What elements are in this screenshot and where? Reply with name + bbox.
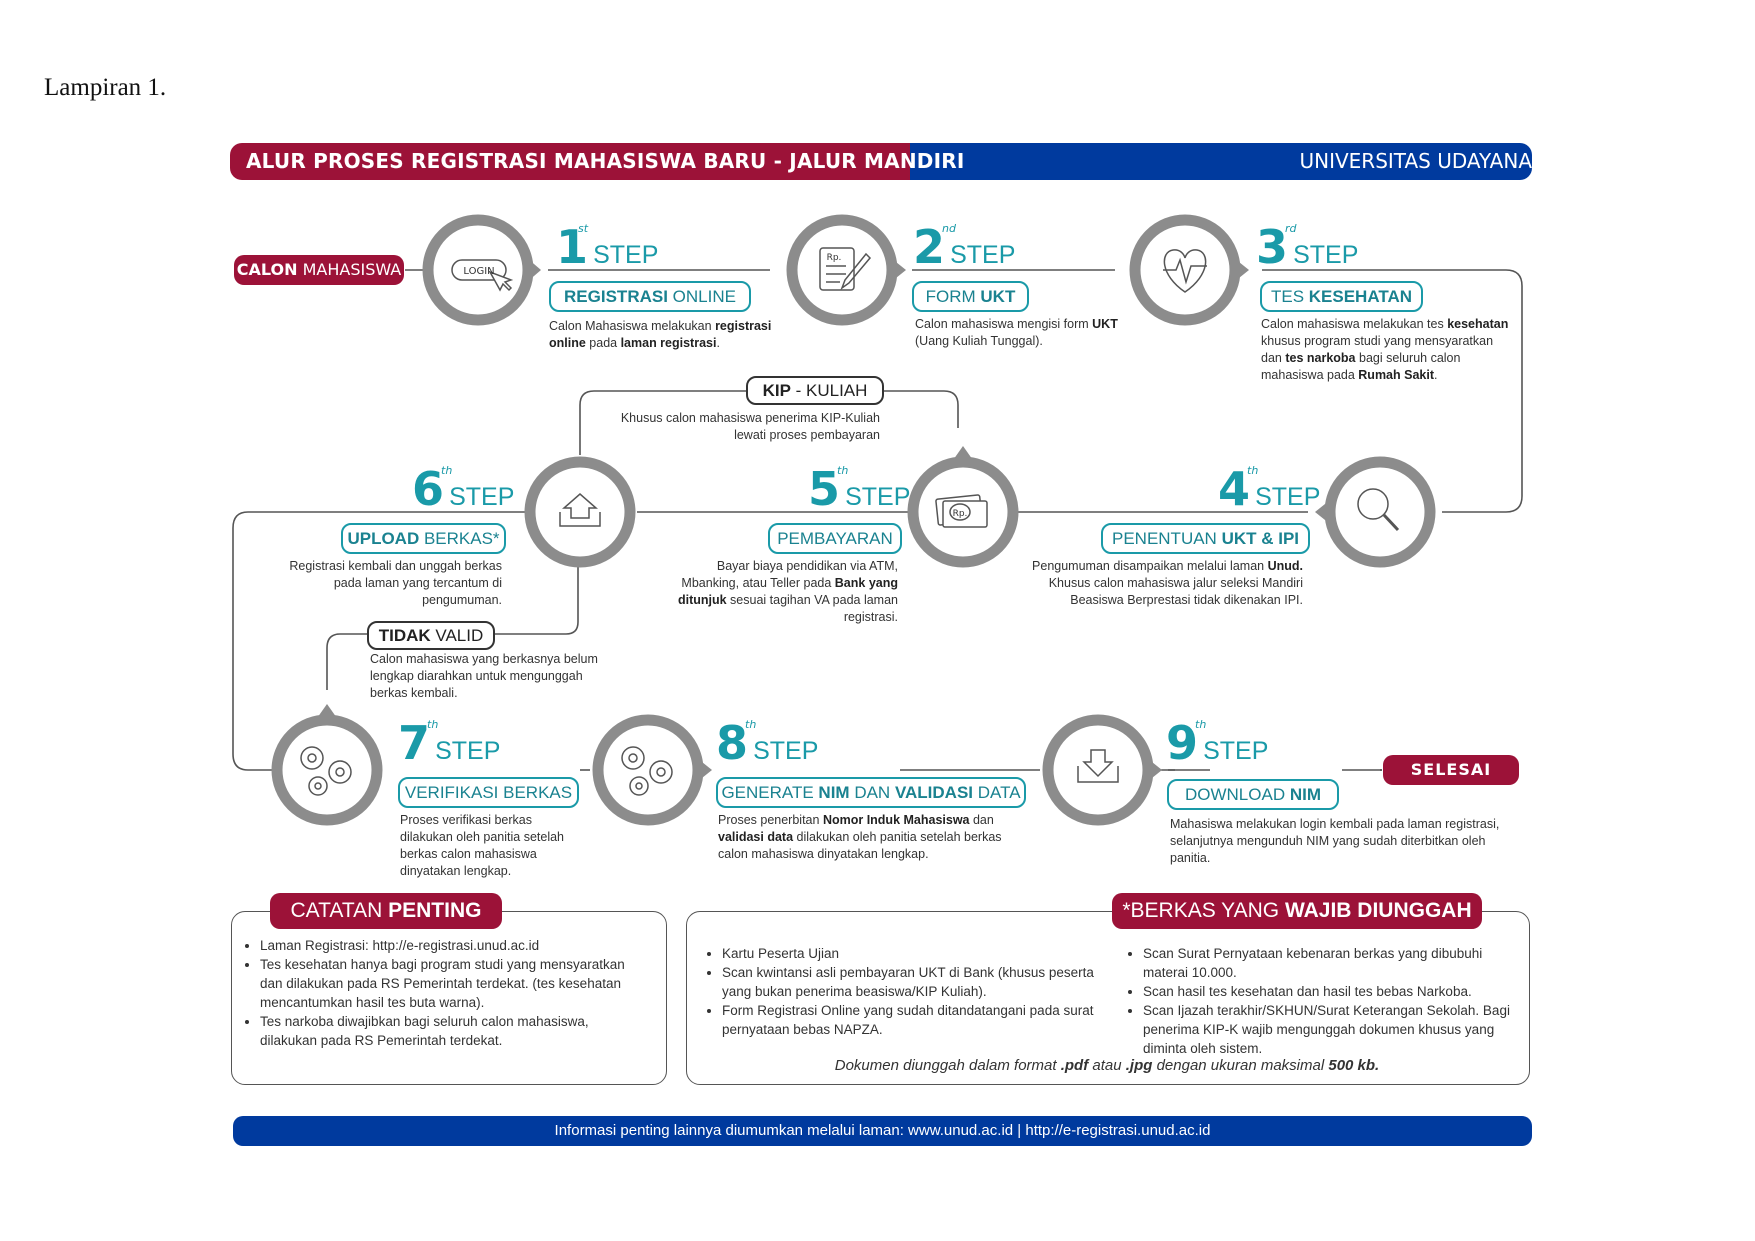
end-pill: SELESAI xyxy=(1383,755,1519,785)
tidak-valid-label: TIDAK VALID xyxy=(367,621,495,650)
catatan-item: Tes kesehatan hanya bagi program studi y… xyxy=(260,955,644,1012)
step-5-label: PEMBAYARAN xyxy=(768,523,902,554)
gears-icon xyxy=(300,746,352,796)
berkas-left-list: Kartu Peserta Ujian Scan kwintansi asli … xyxy=(706,944,1106,1039)
catatan-title: CATATAN PENTING xyxy=(270,893,502,929)
step-8-desc: Proses penerbitan Nomor Induk Mahasiswa … xyxy=(718,813,1002,861)
berkas-box xyxy=(686,911,1530,1085)
bill-icon-text: Rp. xyxy=(953,509,968,519)
step-9-label: DOWNLOAD NIM xyxy=(1167,779,1339,810)
berkas-item: Kartu Peserta Ujian xyxy=(722,944,1106,963)
footer-banner: Informasi penting lainnya diumumkan mela… xyxy=(233,1116,1532,1146)
step-8-label: GENERATE NIM DAN VALIDASI DATA xyxy=(716,777,1026,808)
money-bill-icon xyxy=(935,494,988,528)
berkas-item: Scan Surat Pernyataan kebenaran berkas y… xyxy=(1143,944,1517,982)
header-banner xyxy=(230,143,1532,180)
step-4-desc: Pengumuman disampaikan melalui laman Unu… xyxy=(1032,559,1303,607)
banner-university: UNIVERSITAS UDAYANA xyxy=(1299,149,1532,173)
step-7-label: VERIFIKASI BERKAS xyxy=(398,777,579,808)
step-4-label: PENENTUAN UKT & IPI xyxy=(1101,523,1310,554)
step-6-desc: Registrasi kembali dan unggah berkas pad… xyxy=(289,559,502,607)
berkas-item: Scan kwintansi asli pembayaran UKT di Ba… xyxy=(722,963,1106,1001)
berkas-right-list: Scan Surat Pernyataan kebenaran berkas y… xyxy=(1127,944,1517,1058)
step-7-desc: Proses verifikasi berkas dilakukan oleh … xyxy=(400,813,565,878)
catatan-box xyxy=(231,911,667,1085)
berkas-format-note: Dokumen diunggah dalam format .pdf atau … xyxy=(834,1057,1380,1074)
login-icon xyxy=(451,259,514,292)
banner-title: ALUR PROSES REGISTRASI MAHASISWA BARU - … xyxy=(246,149,965,173)
catatan-item: Laman Registrasi: http://e-registrasi.un… xyxy=(260,936,644,955)
upload-icon xyxy=(559,493,601,527)
step-2-label: FORM UKT xyxy=(912,281,1029,312)
step-6-label: UPLOAD BERKAS* xyxy=(341,523,506,554)
heart-pulse-icon xyxy=(1163,249,1207,293)
step-9-desc: Mahasiswa melakukan login kembali pada l… xyxy=(1170,817,1500,865)
step-1-desc: Calon Mahasiswa melakukan registrasi onl… xyxy=(549,319,772,350)
kip-kuliah-desc: Khusus calon mahasiswa penerima KIP-Kuli… xyxy=(620,411,880,442)
berkas-item: Scan Ijazah terakhir/SKHUN/Surat Keteran… xyxy=(1143,1001,1517,1058)
tidak-valid-desc: Calon mahasiswa yang berkasnya belum len… xyxy=(370,652,598,700)
start-pill: CALON MAHASISWA xyxy=(234,255,404,285)
catatan-item: Tes narkoba diwajibkan bagi seluruh calo… xyxy=(260,1012,644,1050)
step-5-desc: Bayar biaya pendidikan via ATM, Mbanking… xyxy=(677,559,898,624)
form-icon-text: Rp. xyxy=(827,253,842,263)
berkas-item: Form Registrasi Online yang sudah ditand… xyxy=(722,1001,1106,1039)
berkas-item: Scan hasil tes kesehatan dan hasil tes b… xyxy=(1143,982,1517,1001)
step-2-desc: Calon mahasiswa mengisi form UKT (Uang K… xyxy=(915,317,1118,348)
kip-kuliah-label: KIP - KULIAH xyxy=(746,376,884,405)
step-3-label: TES KESEHATAN xyxy=(1260,281,1423,312)
catatan-list: Laman Registrasi: http://e-registrasi.un… xyxy=(244,936,644,1050)
berkas-title: *BERKAS YANG WAJIB DIUNGGAH xyxy=(1112,893,1482,929)
form-pen-icon xyxy=(819,247,872,291)
page-caption: Lampiran 1. xyxy=(44,74,167,101)
login-icon-text: LOGIN xyxy=(463,266,494,277)
magnifier-icon xyxy=(1357,488,1400,532)
step-1-label: REGISTRASI ONLINE xyxy=(549,281,751,312)
step-3-desc: Calon mahasiswa melakukan tes kesehatan … xyxy=(1261,317,1509,382)
download-icon xyxy=(1077,749,1119,783)
step-circles xyxy=(271,214,1436,826)
gears-icon-2 xyxy=(621,746,673,796)
